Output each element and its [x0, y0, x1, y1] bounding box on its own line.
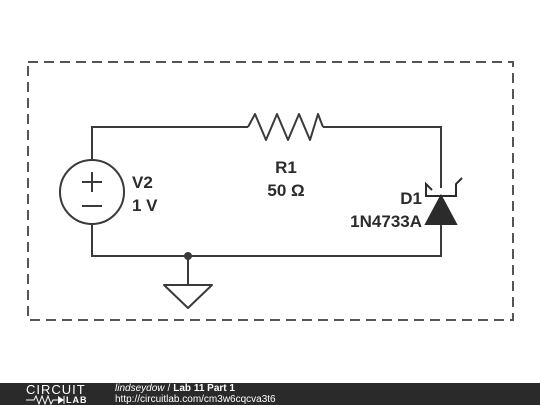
d1-name-label: D1 — [400, 189, 422, 208]
d1-value-label: 1N4733A — [350, 212, 422, 231]
junction-dot — [184, 252, 192, 260]
circuit-url[interactable]: http://circuitlab.com/cm3w6cqcva3t6 — [115, 394, 276, 405]
wire-bottom — [91, 224, 442, 257]
meta-separator: / — [167, 383, 171, 394]
voltage-source-v2-symbol[interactable] — [59, 159, 125, 225]
wires — [91, 126, 442, 285]
circuitlab-logo[interactable]: CIRCUIT LAB — [26, 383, 96, 405]
v2-value-label: 1 V — [132, 196, 158, 215]
wire-top-right — [323, 126, 442, 188]
ground-symbol — [163, 284, 213, 309]
logo-text-lab: LAB — [66, 395, 88, 405]
logo-resistor-icon — [26, 395, 65, 405]
resistor-r1-symbol[interactable] — [247, 113, 324, 141]
r1-value-label: 50 Ω — [267, 181, 304, 200]
circuit-meta: lindseydow/Lab 11 Part 1 — [115, 384, 235, 394]
schematic-canvas: V2 1 V R1 50 Ω D1 1N4733A — [27, 61, 514, 321]
zener-diode-d1-symbol[interactable] — [424, 177, 463, 225]
author-link[interactable]: lindseydow — [115, 383, 165, 394]
v2-name-label: V2 — [132, 173, 153, 192]
footer-bar: CIRCUIT LAB lindseydow/Lab 11 Part 1 htt… — [0, 383, 540, 405]
wire-top-left — [91, 126, 248, 160]
logo-text-circuit: CIRCUIT — [26, 382, 86, 397]
r1-name-label: R1 — [275, 158, 297, 177]
dashed-boundary — [27, 61, 514, 321]
circuit-title[interactable]: Lab 11 Part 1 — [173, 383, 235, 394]
